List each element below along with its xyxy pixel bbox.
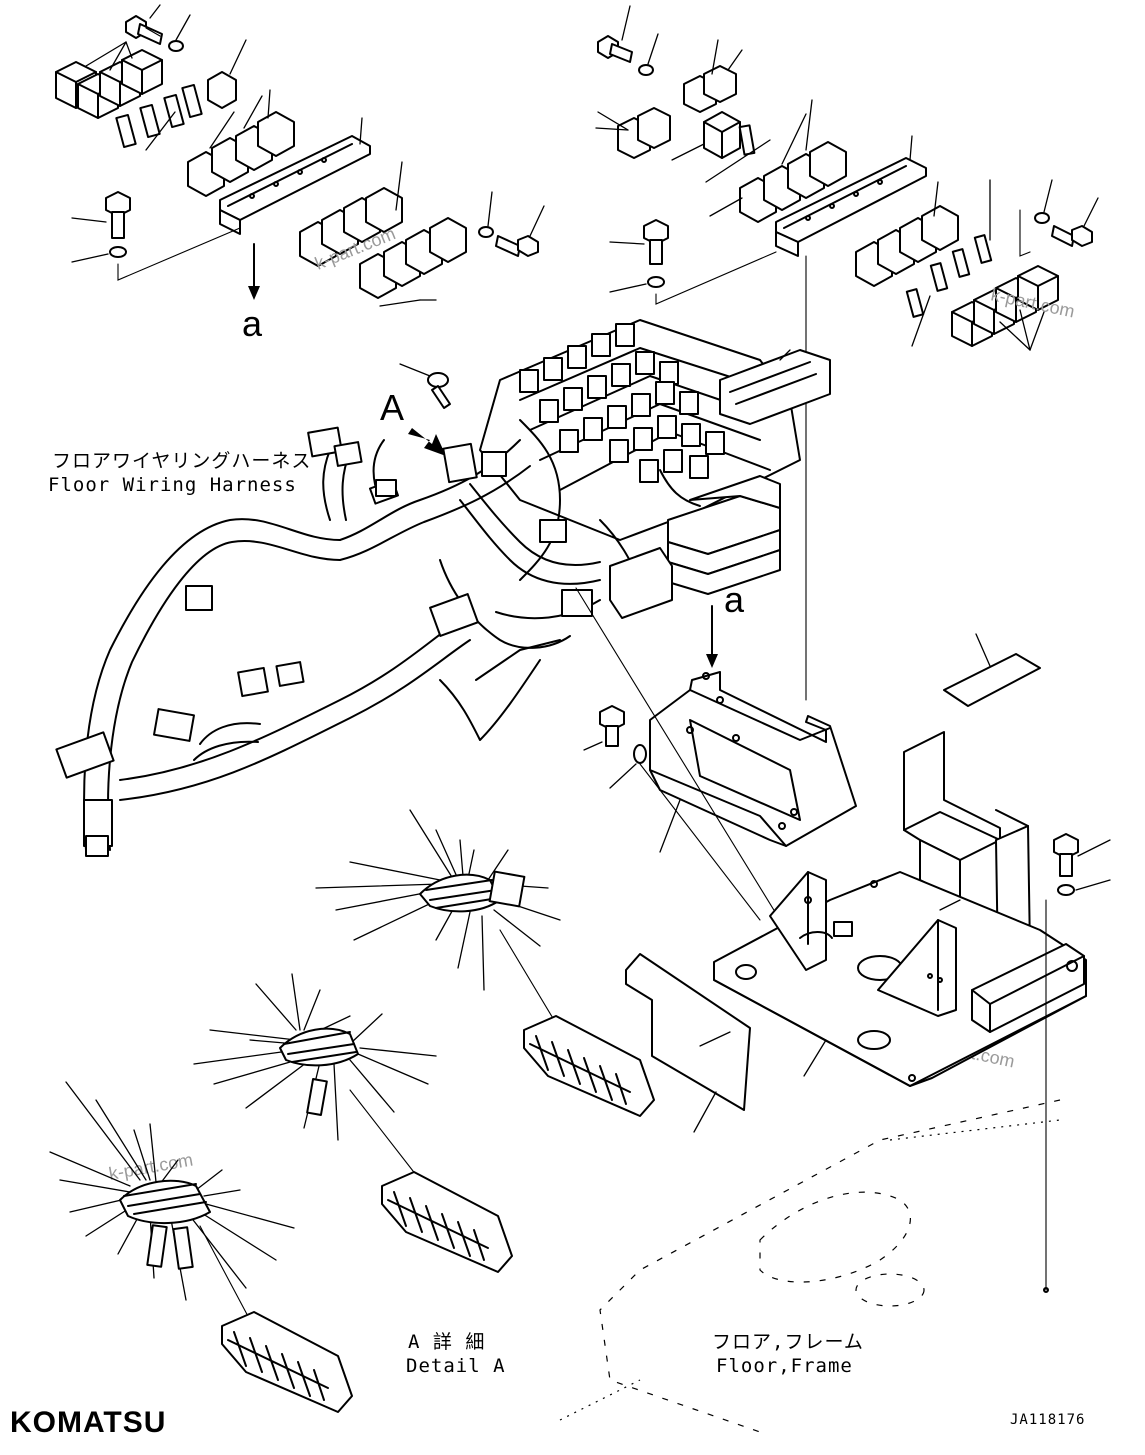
connector-housing-2 <box>381 1171 513 1273</box>
view-arrow-icon <box>408 428 446 456</box>
bolt-icon <box>125 15 163 45</box>
connector-icon <box>153 708 195 742</box>
bolt-icon <box>495 235 539 257</box>
relay-tabs <box>519 323 725 483</box>
washer-icon <box>638 64 654 76</box>
brand-logo: KOMATSU <box>10 1406 166 1439</box>
detail-a-label-en: Detail A <box>406 1355 506 1377</box>
floor-frame-label-en: Floor,Frame <box>716 1355 853 1377</box>
detail-a-cluster-3 <box>49 1081 295 1321</box>
relay-bracket-left <box>219 117 371 235</box>
harness-label-en: Floor Wiring Harness <box>48 474 297 496</box>
washer-icon <box>647 276 665 288</box>
bolt-icon <box>1053 833 1079 877</box>
ref-a-mid: a <box>724 579 745 620</box>
washer-icon <box>1034 212 1050 224</box>
fuse-relay-box <box>479 319 831 541</box>
connector-icon <box>237 666 269 698</box>
connector-icon <box>442 442 478 484</box>
relay-assembly-right <box>595 5 1099 701</box>
relay-icon <box>207 71 237 109</box>
relay-bracket-right <box>775 135 927 257</box>
screw-icon <box>427 372 451 409</box>
harness-label-jp: フロアワイヤリングハーネス <box>52 450 311 472</box>
bolt-icon <box>643 219 669 265</box>
terminal-plates <box>115 83 203 149</box>
washer-icon <box>1057 884 1075 896</box>
mount-bracket <box>649 671 857 853</box>
floor-frame <box>559 633 1111 1433</box>
connector-icon <box>55 731 115 779</box>
bolt-icon <box>105 191 131 239</box>
relay-cluster-lower <box>299 161 467 307</box>
cover-plate-icon <box>625 953 751 1111</box>
connector-housing-3 <box>221 1311 353 1413</box>
connector-icon <box>307 426 343 458</box>
washer-icon <box>478 226 494 238</box>
drawing-number: JA118176 <box>1010 1412 1085 1428</box>
connector-icon <box>275 661 305 687</box>
arrow-down-icon <box>706 654 718 668</box>
detail-a-cluster-1 <box>315 809 561 1031</box>
connector-icon <box>609 547 673 619</box>
relay-assembly-left <box>55 4 545 307</box>
pad-icon <box>943 653 1041 707</box>
connector-icon <box>185 585 213 611</box>
bolt-icon <box>1051 225 1093 247</box>
connector-icon <box>85 835 109 857</box>
connector-icon <box>429 593 479 637</box>
connector-housing-1 <box>523 1015 655 1117</box>
ref-a-top: a <box>242 303 263 344</box>
connector-icon <box>333 441 363 467</box>
bolt-icon <box>597 35 633 63</box>
bolt-icon <box>599 705 625 747</box>
relay-row-left <box>55 49 163 119</box>
washer-icon <box>109 246 127 258</box>
floor-frame-label-jp: フロア,フレーム <box>712 1331 864 1353</box>
floor-wiring-harness <box>55 419 701 857</box>
detail-a-label-jp: A 詳 細 <box>408 1331 485 1353</box>
connector-icon <box>481 451 507 477</box>
relay-cluster <box>187 89 295 197</box>
detail-a-cluster-2 <box>193 973 437 1181</box>
connector-icon <box>375 479 397 497</box>
view-a-label: A <box>380 387 404 428</box>
washer-icon <box>168 40 184 52</box>
connector-icon <box>539 519 567 543</box>
washer-icon <box>633 744 647 764</box>
connector-icon <box>561 589 593 617</box>
